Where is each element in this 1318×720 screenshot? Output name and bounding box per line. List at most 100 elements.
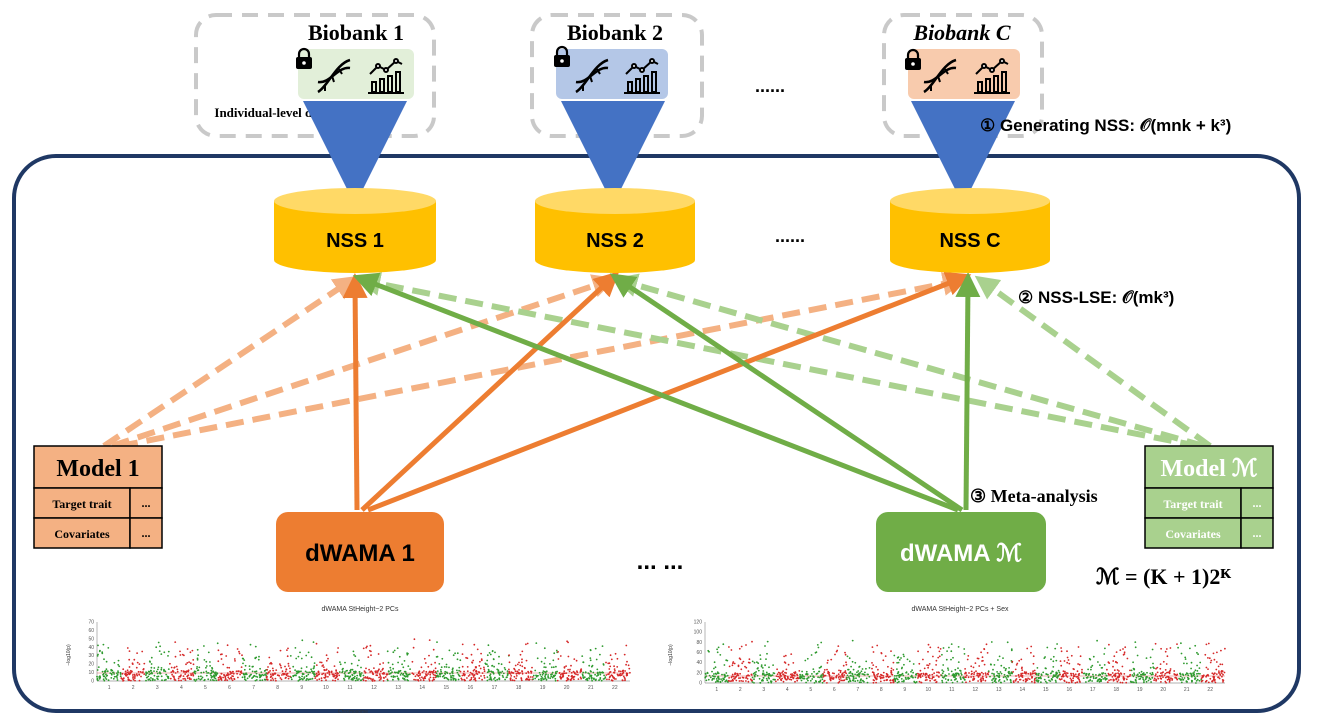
snp-point xyxy=(896,668,898,670)
snp-point xyxy=(907,678,910,680)
chromosome-tick-label: 8 xyxy=(880,687,883,693)
snp-point xyxy=(852,668,855,671)
snp-point xyxy=(428,671,431,674)
snp-point xyxy=(1076,681,1079,684)
snp-point xyxy=(1066,661,1069,664)
snp-point xyxy=(371,672,374,675)
snp-point xyxy=(178,675,181,678)
snp-point xyxy=(614,652,617,655)
y-tick-label: 40 xyxy=(88,645,94,651)
snp-point xyxy=(508,670,511,673)
snp-point xyxy=(1112,665,1114,668)
snp-point xyxy=(927,664,930,667)
snp-point xyxy=(769,674,771,676)
snp-point xyxy=(468,674,471,676)
snp-point xyxy=(390,675,393,678)
snp-point xyxy=(624,670,626,672)
snp-point xyxy=(1032,670,1034,673)
formula: ℳ = (K + 1)2ᴷ xyxy=(1096,564,1231,589)
snp-point xyxy=(446,678,449,680)
snp-point xyxy=(1086,676,1089,679)
snp-point xyxy=(251,677,253,679)
snp-point xyxy=(259,667,261,670)
snp-point xyxy=(185,670,188,673)
snp-point xyxy=(1072,679,1074,682)
snp-point xyxy=(479,660,481,663)
snp-point xyxy=(1212,675,1215,678)
snp-point xyxy=(224,679,226,682)
snp-point xyxy=(128,658,131,661)
snp-point xyxy=(350,668,352,671)
snp-point xyxy=(877,668,879,671)
snp-point xyxy=(541,673,544,676)
snp-point xyxy=(1072,672,1075,675)
snp-point xyxy=(955,672,958,675)
snp-point xyxy=(751,660,754,663)
snp-point xyxy=(189,662,192,665)
snp-point xyxy=(879,680,882,683)
snp-point xyxy=(234,660,236,662)
snp-point xyxy=(882,659,885,662)
snp-point xyxy=(622,675,625,678)
snp-point xyxy=(932,655,934,658)
snp-point xyxy=(1081,671,1083,674)
snp-point xyxy=(900,673,903,676)
snp-point xyxy=(1151,671,1154,674)
snp-point xyxy=(1204,653,1207,656)
snp-point xyxy=(544,666,547,669)
snp-point xyxy=(432,648,435,651)
snp-point xyxy=(1097,661,1099,663)
snp-point xyxy=(981,656,984,659)
snp-point xyxy=(153,670,155,672)
snp-point xyxy=(525,643,527,646)
snp-point xyxy=(432,673,435,676)
snp-point xyxy=(1197,653,1199,656)
snp-point xyxy=(226,672,229,675)
snp-point xyxy=(134,679,136,682)
snp-point xyxy=(1151,648,1154,651)
snp-point xyxy=(747,680,750,683)
snp-point xyxy=(913,681,916,684)
snp-point xyxy=(1168,678,1171,681)
snp-point xyxy=(498,677,501,679)
snp-point xyxy=(842,676,845,678)
snp-point xyxy=(1078,678,1080,681)
snp-point xyxy=(945,658,948,661)
snp-point xyxy=(728,665,731,668)
snp-point xyxy=(920,681,923,684)
snp-point xyxy=(991,672,993,675)
snp-point xyxy=(856,679,859,682)
snp-point xyxy=(987,670,990,672)
snp-point xyxy=(130,679,132,682)
snp-point xyxy=(279,677,282,679)
snp-point xyxy=(950,643,953,645)
snp-point xyxy=(192,659,195,661)
snp-point xyxy=(568,670,571,673)
snp-point xyxy=(489,674,491,677)
snp-point xyxy=(1111,672,1114,674)
snp-point xyxy=(1018,659,1021,662)
snp-point xyxy=(589,659,592,662)
snp-point xyxy=(1150,673,1153,676)
snp-point xyxy=(924,672,927,675)
snp-point xyxy=(1068,681,1070,684)
snp-point xyxy=(600,679,603,682)
snp-point xyxy=(508,654,510,657)
snp-point xyxy=(435,656,438,658)
snp-point xyxy=(430,670,433,673)
snp-point xyxy=(1135,676,1138,679)
snp-point xyxy=(1209,677,1212,680)
snp-point xyxy=(378,673,381,676)
snp-point xyxy=(371,679,373,681)
dwamaM-to-nss2-arrow xyxy=(609,273,964,513)
snp-point xyxy=(103,658,105,661)
snp-point xyxy=(872,651,875,653)
snp-point xyxy=(396,671,398,674)
snp-point xyxy=(1102,672,1105,674)
snp-point xyxy=(1167,675,1170,678)
snp-point xyxy=(576,670,578,673)
snp-point xyxy=(184,677,186,680)
snp-point xyxy=(1133,674,1136,676)
snp-point xyxy=(471,661,473,664)
snp-point xyxy=(997,672,1000,675)
